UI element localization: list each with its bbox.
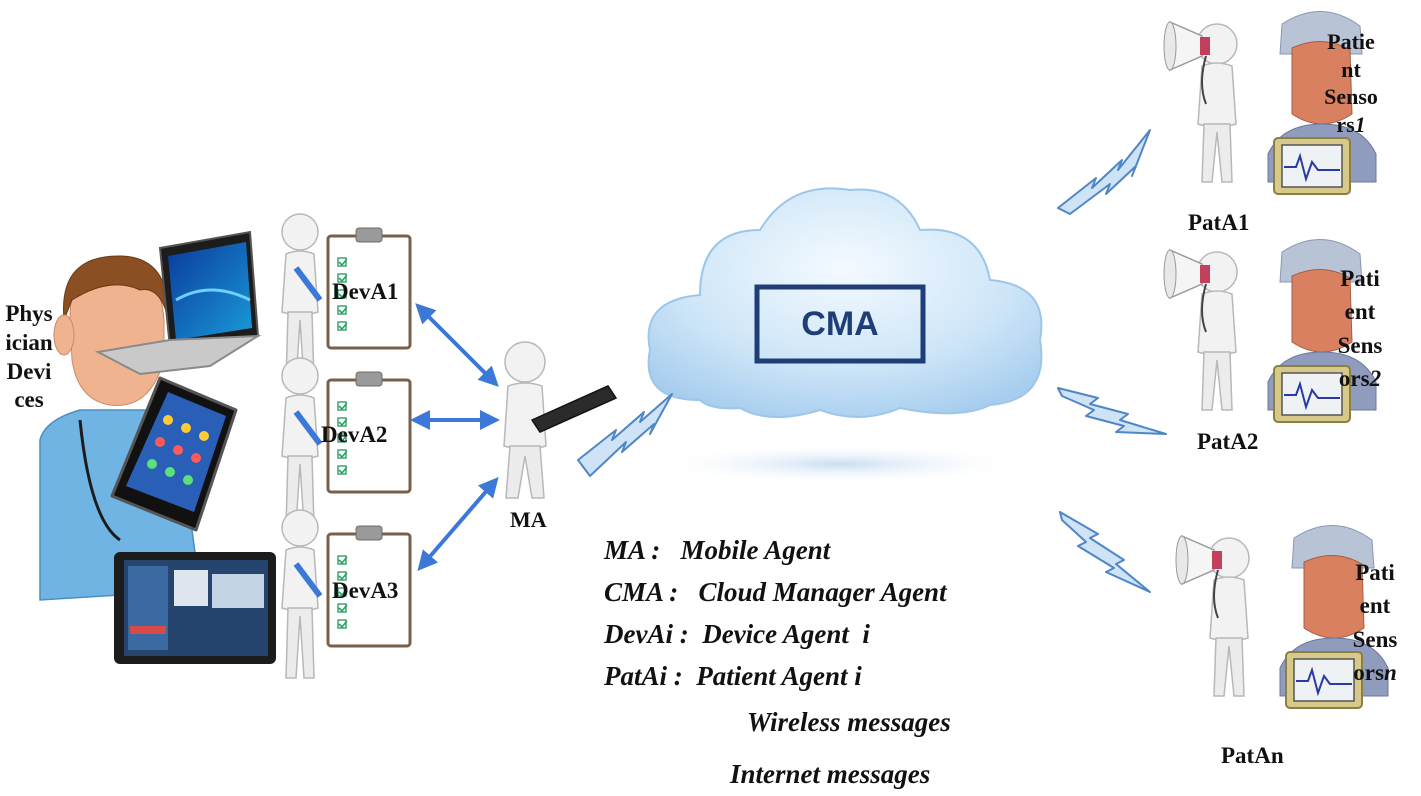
cloud-icon: [647, 187, 1043, 418]
sensor-label-line: ors: [1338, 366, 1370, 392]
sensor-label-line: Pati: [1355, 560, 1395, 585]
sensor-index: 1: [1354, 111, 1366, 137]
wireless-bolt-pata2: [1057, 387, 1167, 435]
deva1-label: DevA1: [332, 279, 399, 304]
sensor-label-line: Sens: [1352, 626, 1398, 652]
patient-sensors-n-label: Pati ent Sens orsn: [1347, 556, 1403, 689]
cma-label: CMA: [801, 304, 879, 343]
pata2-label: PatA2: [1197, 429, 1259, 454]
cloud-shadow: [650, 444, 1030, 484]
sensor-label-line: rs: [1336, 111, 1355, 137]
sensor-label-line: ent: [1359, 593, 1391, 619]
tablet-icon: [114, 552, 276, 664]
physician-label-line: ces: [14, 387, 44, 413]
wireless-bolt-pata1: [1057, 129, 1151, 215]
legend-ma: MA : Mobile Agent: [604, 535, 831, 565]
mobile-agent-figure: [503, 341, 618, 499]
laptop-icon: [94, 230, 262, 376]
sensor-index: 2: [1369, 366, 1382, 392]
legend-patai: PatAi : Patient Agent i: [604, 661, 862, 691]
patan-label: PatAn: [1221, 743, 1284, 768]
sensor-label-line: ors: [1353, 660, 1384, 686]
physician-label-line: ician: [5, 329, 53, 355]
wireless-bolt-ma-cloud: [577, 393, 673, 477]
smartphone-icon: [110, 376, 238, 532]
legend-wireless: Wireless messages: [747, 707, 951, 737]
physician-label-line: Devi: [6, 358, 52, 384]
arrow-deva1-ma: [415, 303, 499, 387]
physician-label-line: Phys: [5, 301, 53, 326]
device-agent-2: [281, 357, 412, 527]
legend-devai: DevAi : Device Agent i: [604, 619, 870, 649]
deva3-label: DevA3: [332, 578, 399, 603]
sensor-label-line: Pati: [1340, 266, 1380, 291]
arrow-deva3-ma: [417, 476, 499, 572]
sensor-label-line: ent: [1344, 299, 1376, 325]
sensor-index: n: [1383, 660, 1397, 686]
legend-internet: Internet messages: [730, 759, 931, 789]
sensor-label-line: Sens: [1337, 332, 1383, 358]
pata1-label: PatA1: [1188, 210, 1250, 235]
physician-devices-label: Phys ician Devi ces: [0, 300, 58, 415]
sensor-label-line: Senso: [1324, 84, 1378, 109]
patient-sensors-1-label: Patie nt Senso rs1: [1323, 28, 1379, 138]
sensor-label-line: Patie: [1327, 29, 1375, 54]
ma-label: MA: [510, 507, 547, 532]
wireless-bolt-patan: [1059, 511, 1151, 593]
device-agent-3: [281, 509, 412, 679]
patient-sensors-2-label: Pati ent Sens ors2: [1333, 262, 1387, 395]
legend-cma: CMA : Cloud Manager Agent: [604, 577, 947, 607]
deva2-label: DevA2: [321, 422, 388, 447]
device-agent-1: [281, 213, 412, 383]
sensor-label-line: nt: [1341, 56, 1361, 82]
cma-box: [754, 284, 926, 364]
